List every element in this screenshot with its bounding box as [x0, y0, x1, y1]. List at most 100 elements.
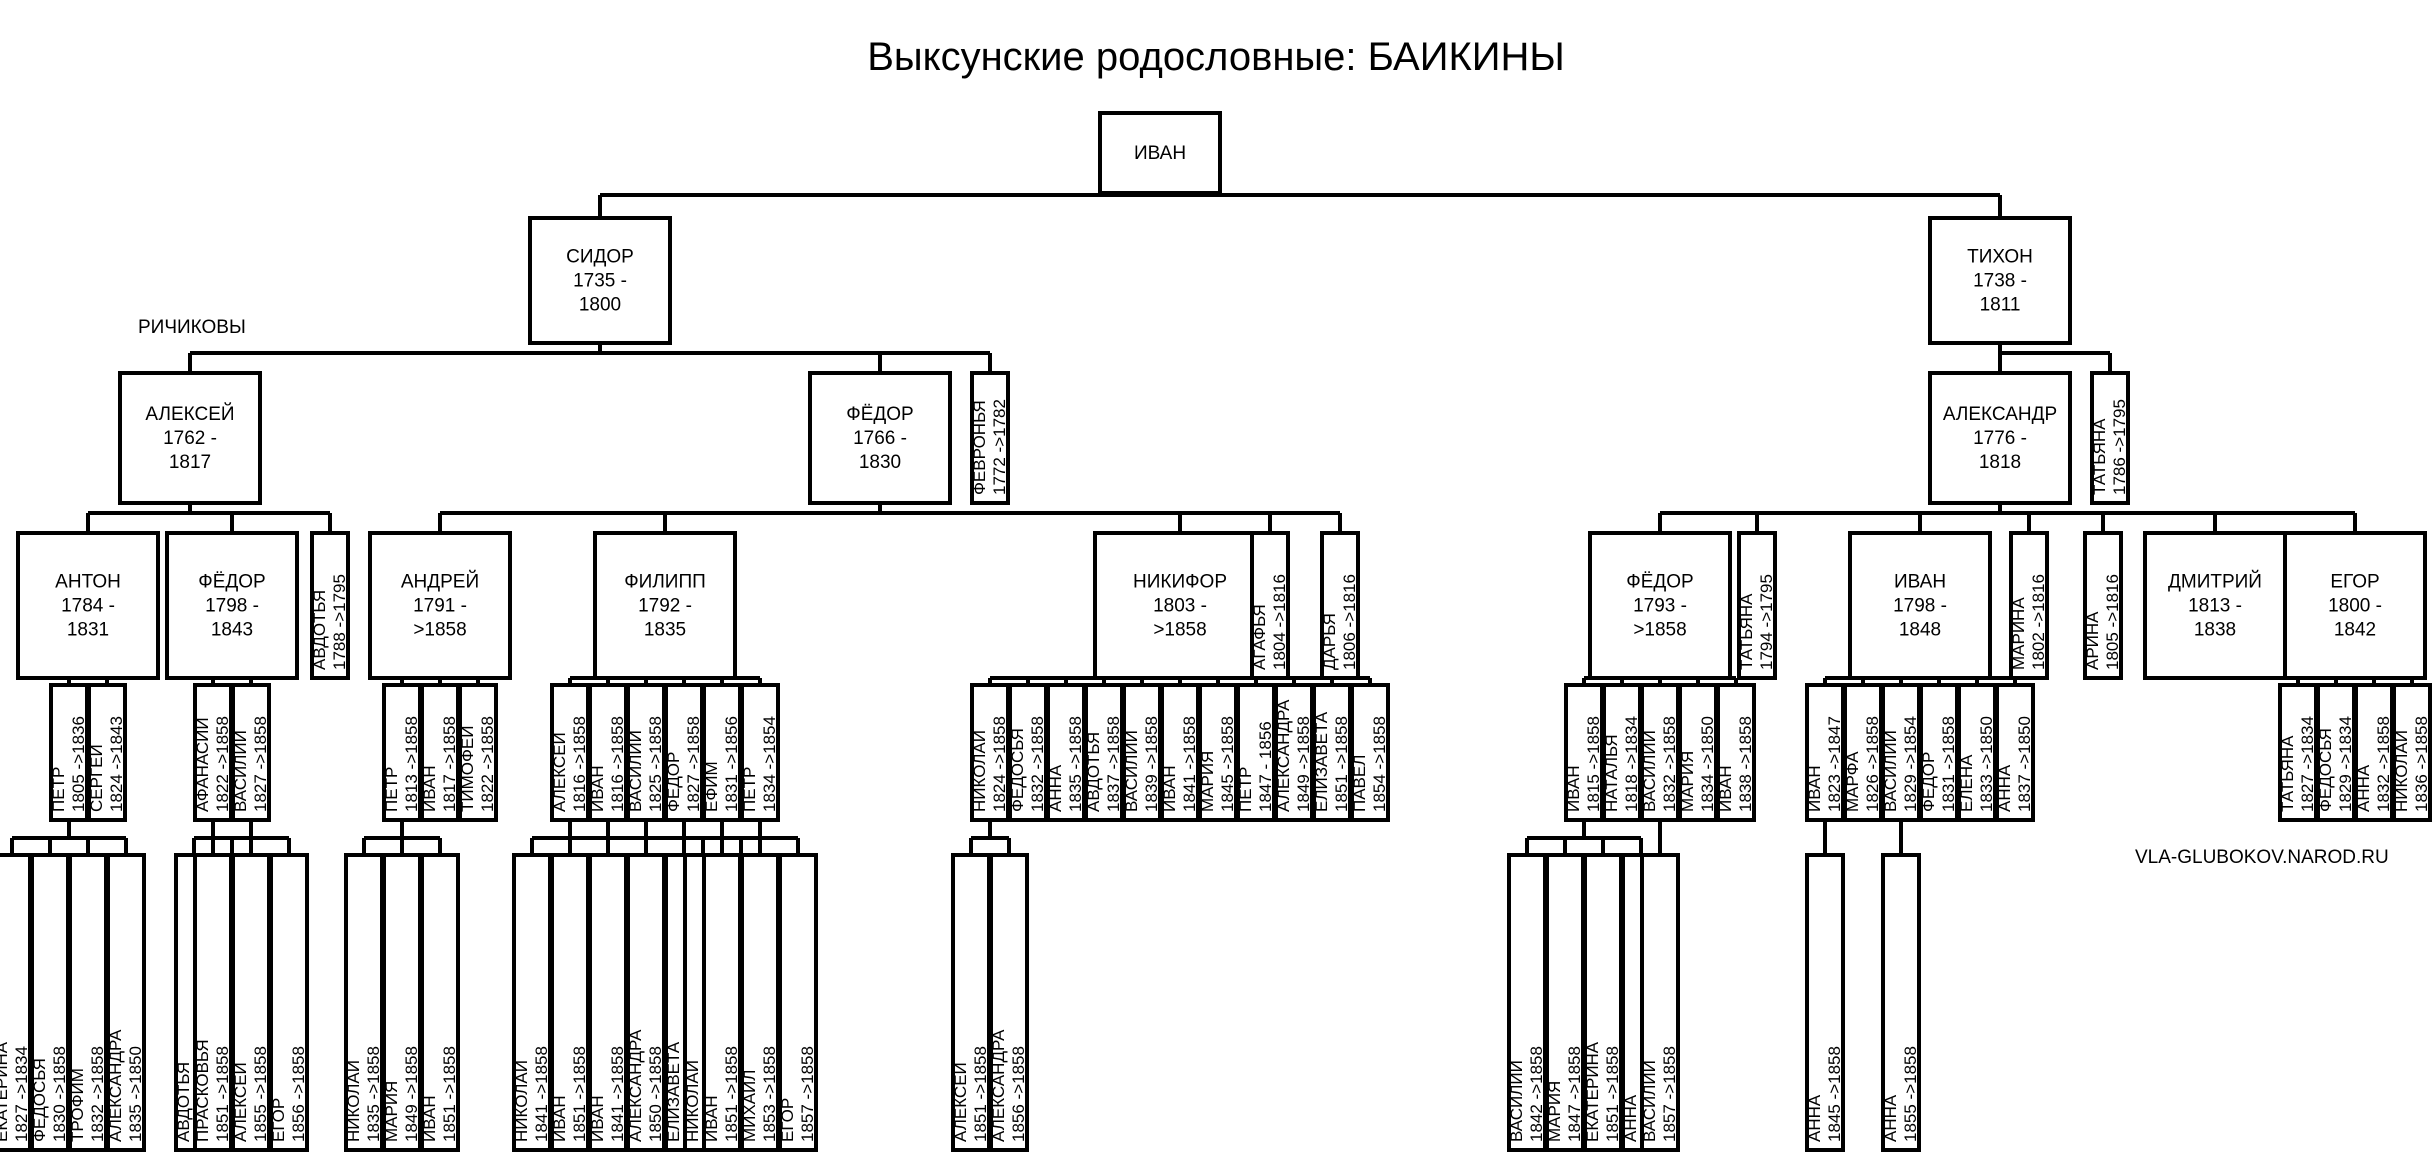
person-dates: 1857 ->1858	[798, 1046, 817, 1142]
person-box	[368, 531, 512, 680]
person-name: ИВАН	[1805, 765, 1824, 812]
person-dates: 1798 -	[1893, 596, 1947, 617]
person-dates: 1816 ->1858	[608, 716, 627, 812]
person-dates: 1800	[579, 295, 621, 316]
person-dates: 1835 ->1850	[126, 1046, 145, 1142]
person-dates: 1788 ->1795	[330, 574, 349, 670]
person-dates: 1835 ->1858	[1066, 716, 1085, 812]
person-name: ТИХОН	[1967, 247, 2033, 268]
person-name: ВАСИЛИЙ	[1122, 730, 1141, 812]
person-name: НИКОЛАЙ	[2392, 730, 2411, 812]
person-box	[1716, 683, 1756, 822]
person-dates: 1835 ->1858	[364, 1046, 383, 1142]
person-dates: 1855 ->1858	[1901, 1046, 1920, 1142]
person-dates: 1811	[1980, 295, 2021, 316]
person-dates: 1833 ->1850	[1977, 716, 1996, 812]
person-dates: 1815 ->1858	[1584, 716, 1603, 812]
person-box	[778, 853, 818, 1152]
person-dates: 1853 ->1858	[760, 1046, 779, 1142]
person-name: НИКОЛАЙ	[512, 1060, 531, 1142]
person-dates: 1818 ->1834	[1622, 716, 1641, 812]
person-dates: 1792 -	[638, 596, 692, 617]
person-dates: 1837 ->1850	[2015, 716, 2034, 812]
person-box	[1122, 683, 1162, 822]
person-box	[1320, 531, 1360, 680]
person-dates: 1817	[169, 452, 211, 473]
person-name: ИВАН	[420, 1095, 439, 1142]
person-box	[951, 853, 991, 1152]
person-box	[989, 853, 1029, 1152]
person-box	[970, 683, 1010, 822]
person-dates: 1793 -	[1633, 596, 1687, 617]
person-box	[68, 853, 108, 1152]
person-box	[382, 853, 422, 1152]
person-dates: 1817 ->1858	[440, 716, 459, 812]
person-name: ЕЛИЗАВЕТА	[664, 1041, 683, 1142]
person-dates: 1854 ->1858	[1370, 716, 1389, 812]
person-name: ТИМОФЕЙ	[458, 726, 477, 812]
person-box	[2009, 531, 2049, 680]
person-dates: 1839 ->1858	[1142, 716, 1161, 812]
person-dates: 1823 ->1847	[1825, 716, 1844, 812]
person-name: ИВАН	[1564, 765, 1583, 812]
person-name: ИВАН	[1134, 143, 1186, 164]
person-name: ФЕДОСЬЯ	[1008, 728, 1027, 812]
person-dates: 1837 ->1858	[1104, 716, 1123, 812]
person-box	[2283, 531, 2427, 680]
person-box	[1507, 853, 1547, 1152]
person-dates: 1798 -	[205, 596, 259, 617]
person-box	[2392, 683, 2432, 822]
person-dates: 1831 ->1858	[1939, 716, 1958, 812]
person-box	[106, 853, 146, 1152]
person-dates: 1816 ->1858	[570, 716, 589, 812]
person-box	[1995, 683, 2035, 822]
person-box	[740, 683, 780, 822]
person-name: ФИЛИПП	[624, 572, 706, 593]
person-name: ПЁТР	[382, 767, 401, 812]
person-dates: 1838 ->1858	[1736, 716, 1755, 812]
person-dates: 1824 ->1843	[107, 716, 126, 812]
person-box	[87, 683, 127, 822]
person-name: ВАСИЛИЙ	[1507, 1060, 1526, 1142]
person-dates: 1838	[2194, 620, 2236, 641]
person-dates: 1831 ->1856	[722, 716, 741, 812]
person-name: ФЁДОР	[1626, 572, 1693, 593]
person-dates: 1818	[1979, 452, 2021, 473]
person-name: АННА	[2354, 764, 2373, 812]
person-dates: 1827 ->1834	[12, 1046, 31, 1142]
person-dates: 1849 ->1858	[1294, 716, 1313, 812]
person-dates: 1804 ->1816	[1270, 574, 1289, 670]
person-box	[420, 683, 460, 822]
person-name: МАРФА	[1843, 751, 1862, 812]
person-dates: 1827 ->1858	[684, 716, 703, 812]
person-name: ТАТЬЯНА	[1737, 593, 1756, 670]
person-name: ИВАН	[588, 765, 607, 812]
person-name: ЕГОР	[269, 1098, 288, 1142]
person-box	[1737, 531, 1777, 680]
person-dates: 1845 ->1858	[1218, 716, 1237, 812]
person-dates: 1851 ->1858	[440, 1046, 459, 1142]
person-name: ЕЛИЗАВЕТА	[1312, 711, 1331, 812]
person-name: АРИНА	[2083, 611, 2102, 670]
